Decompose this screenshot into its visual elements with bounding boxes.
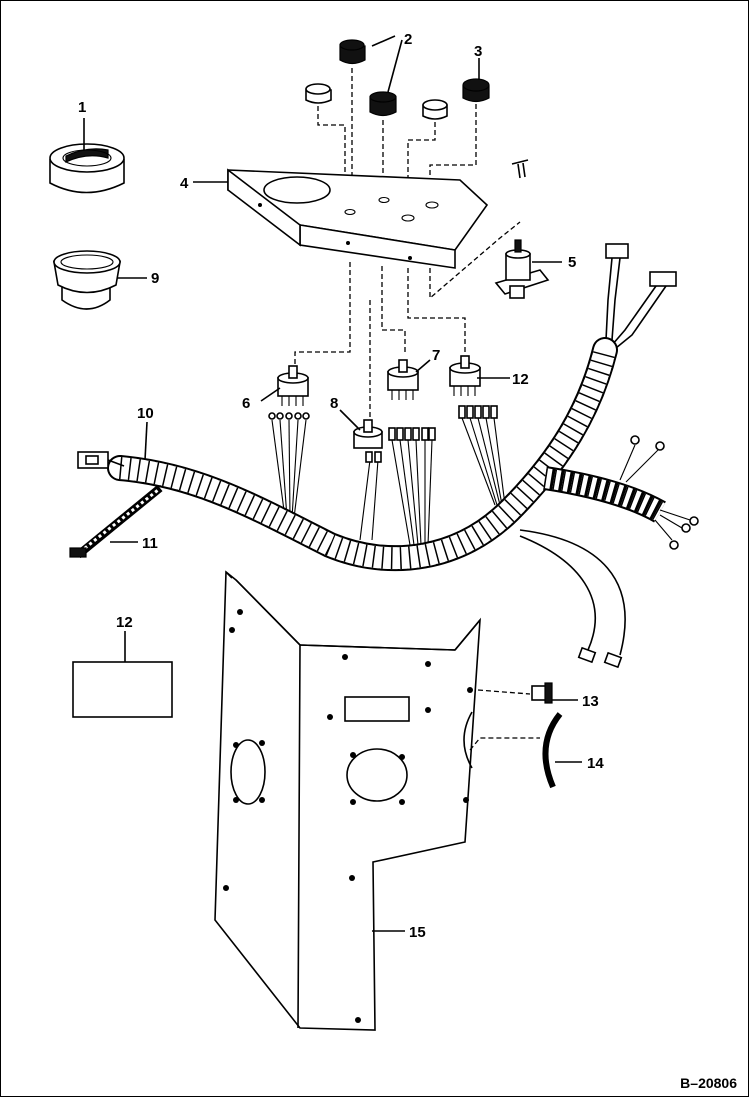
part-15-console-panel [214, 570, 481, 1031]
callout-13: 13 [582, 693, 599, 710]
callout-labels: 1 2 3 4 5 6 7 8 9 10 11 12 12 13 14 15 [78, 31, 604, 941]
callout-2: 2 [404, 31, 412, 48]
part-6-rotary-switch [277, 365, 309, 406]
callout-1: 1 [78, 99, 86, 116]
knob-cap-right [422, 99, 448, 120]
callout-11: 11 [142, 535, 158, 552]
callout-5: 5 [568, 254, 576, 271]
harness-tails-right [519, 435, 699, 669]
part-3-knob [462, 78, 490, 103]
callout-12: 12 [116, 614, 133, 631]
part-13-bolt [477, 682, 553, 704]
part-8-rotary-switch [353, 419, 383, 449]
callout-7: 7 [432, 347, 440, 364]
part-2-knob-a [339, 39, 366, 65]
callout-10: 10 [137, 405, 154, 422]
harness-plug [77, 451, 125, 469]
connector-top-b [649, 271, 677, 287]
part-1-bezel [49, 143, 125, 194]
callout-3: 3 [474, 43, 482, 60]
switch-wires [268, 405, 506, 546]
callout-15: 15 [409, 924, 426, 941]
part-7-rotary-switch [387, 359, 419, 400]
callout-14: 14 [587, 755, 604, 772]
part-12-decal [72, 661, 173, 718]
part-2-knob-b [369, 91, 397, 117]
part-12-rotary-switch [449, 355, 481, 396]
screw [511, 159, 529, 179]
callout-12-switch: 12 [512, 371, 529, 388]
callout-4: 4 [180, 175, 189, 192]
part-10-wire-harness [107, 337, 666, 572]
part-9-cap [52, 250, 122, 310]
part-5-switch [494, 239, 550, 299]
part-11-cable-tie [69, 484, 163, 559]
callout-9: 9 [151, 270, 159, 287]
callout-8: 8 [330, 395, 338, 412]
part-14-seal-ring [469, 712, 563, 789]
part-4-mounting-plate [227, 168, 489, 269]
knob-cap-left [305, 83, 332, 104]
figure-id: B–20806 [680, 1075, 737, 1091]
callout-leaders [83, 35, 582, 932]
callout-6: 6 [242, 395, 250, 412]
connector-top-a [605, 243, 629, 259]
